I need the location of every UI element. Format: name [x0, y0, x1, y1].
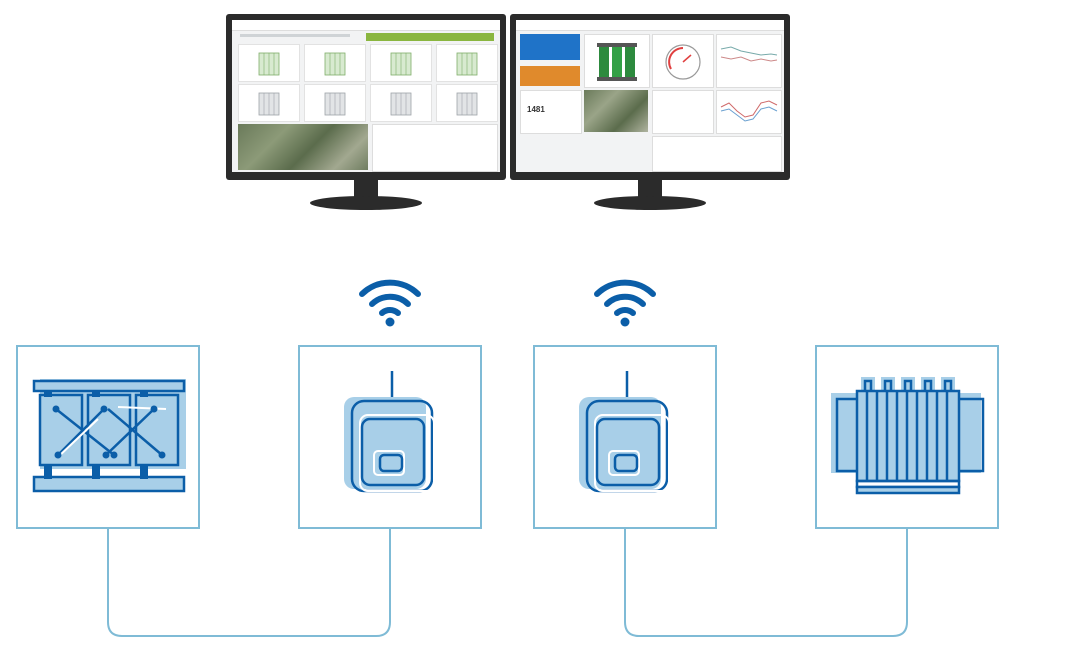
device-box-dry-transformer	[16, 345, 200, 529]
dashboard-header	[232, 20, 500, 31]
dashboard-header	[516, 20, 784, 31]
gauge-icon	[665, 44, 701, 80]
timeline-panel	[652, 90, 714, 134]
status-card-orange	[520, 66, 580, 86]
transformer-thumb-icon	[258, 92, 280, 116]
monitor-base	[310, 196, 422, 210]
transformer-tile[interactable]	[238, 84, 300, 122]
transformer-tile[interactable]	[304, 84, 366, 122]
left-monitor-screen	[232, 20, 500, 172]
sensor-device-icon	[579, 371, 670, 493]
sensor-device-icon	[344, 371, 435, 493]
device-box-oil-transformer	[815, 345, 999, 529]
left-monitor	[226, 14, 506, 214]
reading-value: 1481	[527, 105, 545, 114]
wifi-icon	[594, 279, 656, 327]
transformer-thumb-icon	[390, 92, 412, 116]
trend-chart-panel-1	[716, 34, 782, 88]
reading-panel: 1481	[520, 90, 582, 134]
transformer-photo-icon	[597, 43, 637, 81]
trend-line-icon	[720, 46, 778, 62]
transformer-tile[interactable]	[436, 84, 498, 122]
site-photo-panel	[584, 90, 648, 132]
dashboard-title-bar	[240, 34, 350, 37]
transformer-tile[interactable]	[370, 44, 432, 82]
transformer-thumb-icon	[456, 92, 478, 116]
oil-transformer-icon	[831, 377, 985, 495]
connector-right	[624, 528, 908, 637]
transformer-thumb-icon	[390, 52, 412, 76]
event-list-panel	[372, 124, 498, 172]
gauge-panel	[652, 34, 714, 88]
trend-line-icon	[720, 100, 778, 122]
event-table-panel	[652, 136, 782, 172]
transformer-thumb-icon	[324, 92, 346, 116]
right-monitor-screen: 1481	[516, 20, 784, 172]
monitor-stand	[638, 180, 662, 198]
monitor-stand	[354, 180, 378, 198]
transformer-tile[interactable]	[370, 84, 432, 122]
device-box-sensor-1	[298, 345, 482, 529]
monitor-base	[594, 196, 706, 210]
transformer-thumb-icon	[456, 52, 478, 76]
wifi-icon	[359, 279, 421, 327]
connector-left	[107, 528, 391, 637]
transformer-tile[interactable]	[238, 44, 300, 82]
device-box-sensor-2	[533, 345, 717, 529]
transformer-image-panel	[584, 34, 650, 88]
status-banner	[366, 33, 494, 41]
transformer-thumb-icon	[324, 52, 346, 76]
status-card-blue	[520, 34, 580, 60]
transformer-tile[interactable]	[304, 44, 366, 82]
transformer-thumb-icon	[258, 52, 280, 76]
dry-transformer-icon	[32, 379, 186, 493]
right-monitor: 1481	[510, 14, 790, 214]
transformer-tile[interactable]	[436, 44, 498, 82]
site-map	[238, 124, 368, 170]
trend-chart-panel-2	[716, 90, 782, 134]
